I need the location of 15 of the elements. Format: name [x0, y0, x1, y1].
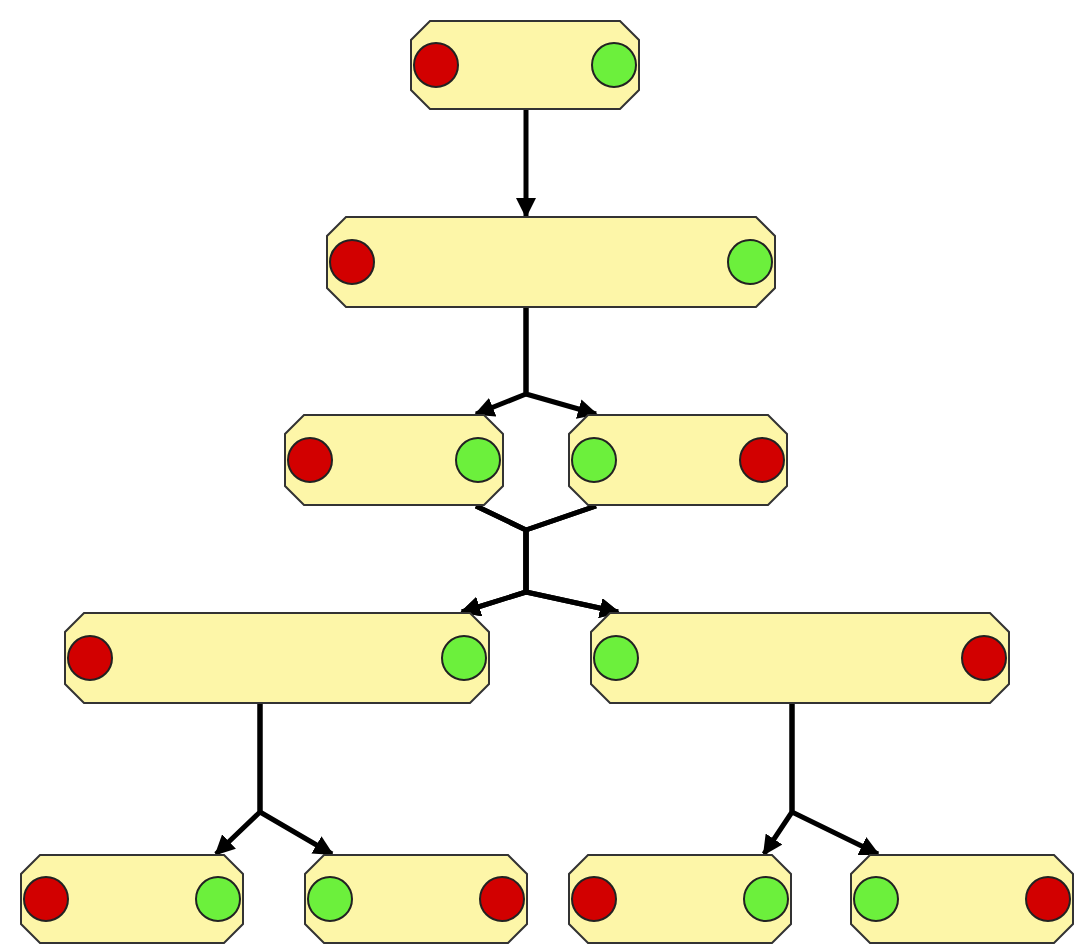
- capsule-bar: [850, 854, 1074, 944]
- capsule-bar: [20, 854, 244, 944]
- capsule-bar: [410, 20, 640, 110]
- arrow: [516, 110, 536, 218]
- arrow: [789, 704, 880, 857]
- capsule-bar: [304, 854, 528, 944]
- capsule-bar: [284, 414, 504, 506]
- capsule-bar: [64, 612, 490, 704]
- capsule-bar: [568, 414, 788, 506]
- capsule-bar: [326, 216, 776, 308]
- arrow: [523, 503, 620, 618]
- arrow: [257, 704, 334, 857]
- capsule-bar: [590, 612, 1010, 704]
- arrow: [523, 308, 598, 419]
- capsule-bar: [568, 854, 792, 944]
